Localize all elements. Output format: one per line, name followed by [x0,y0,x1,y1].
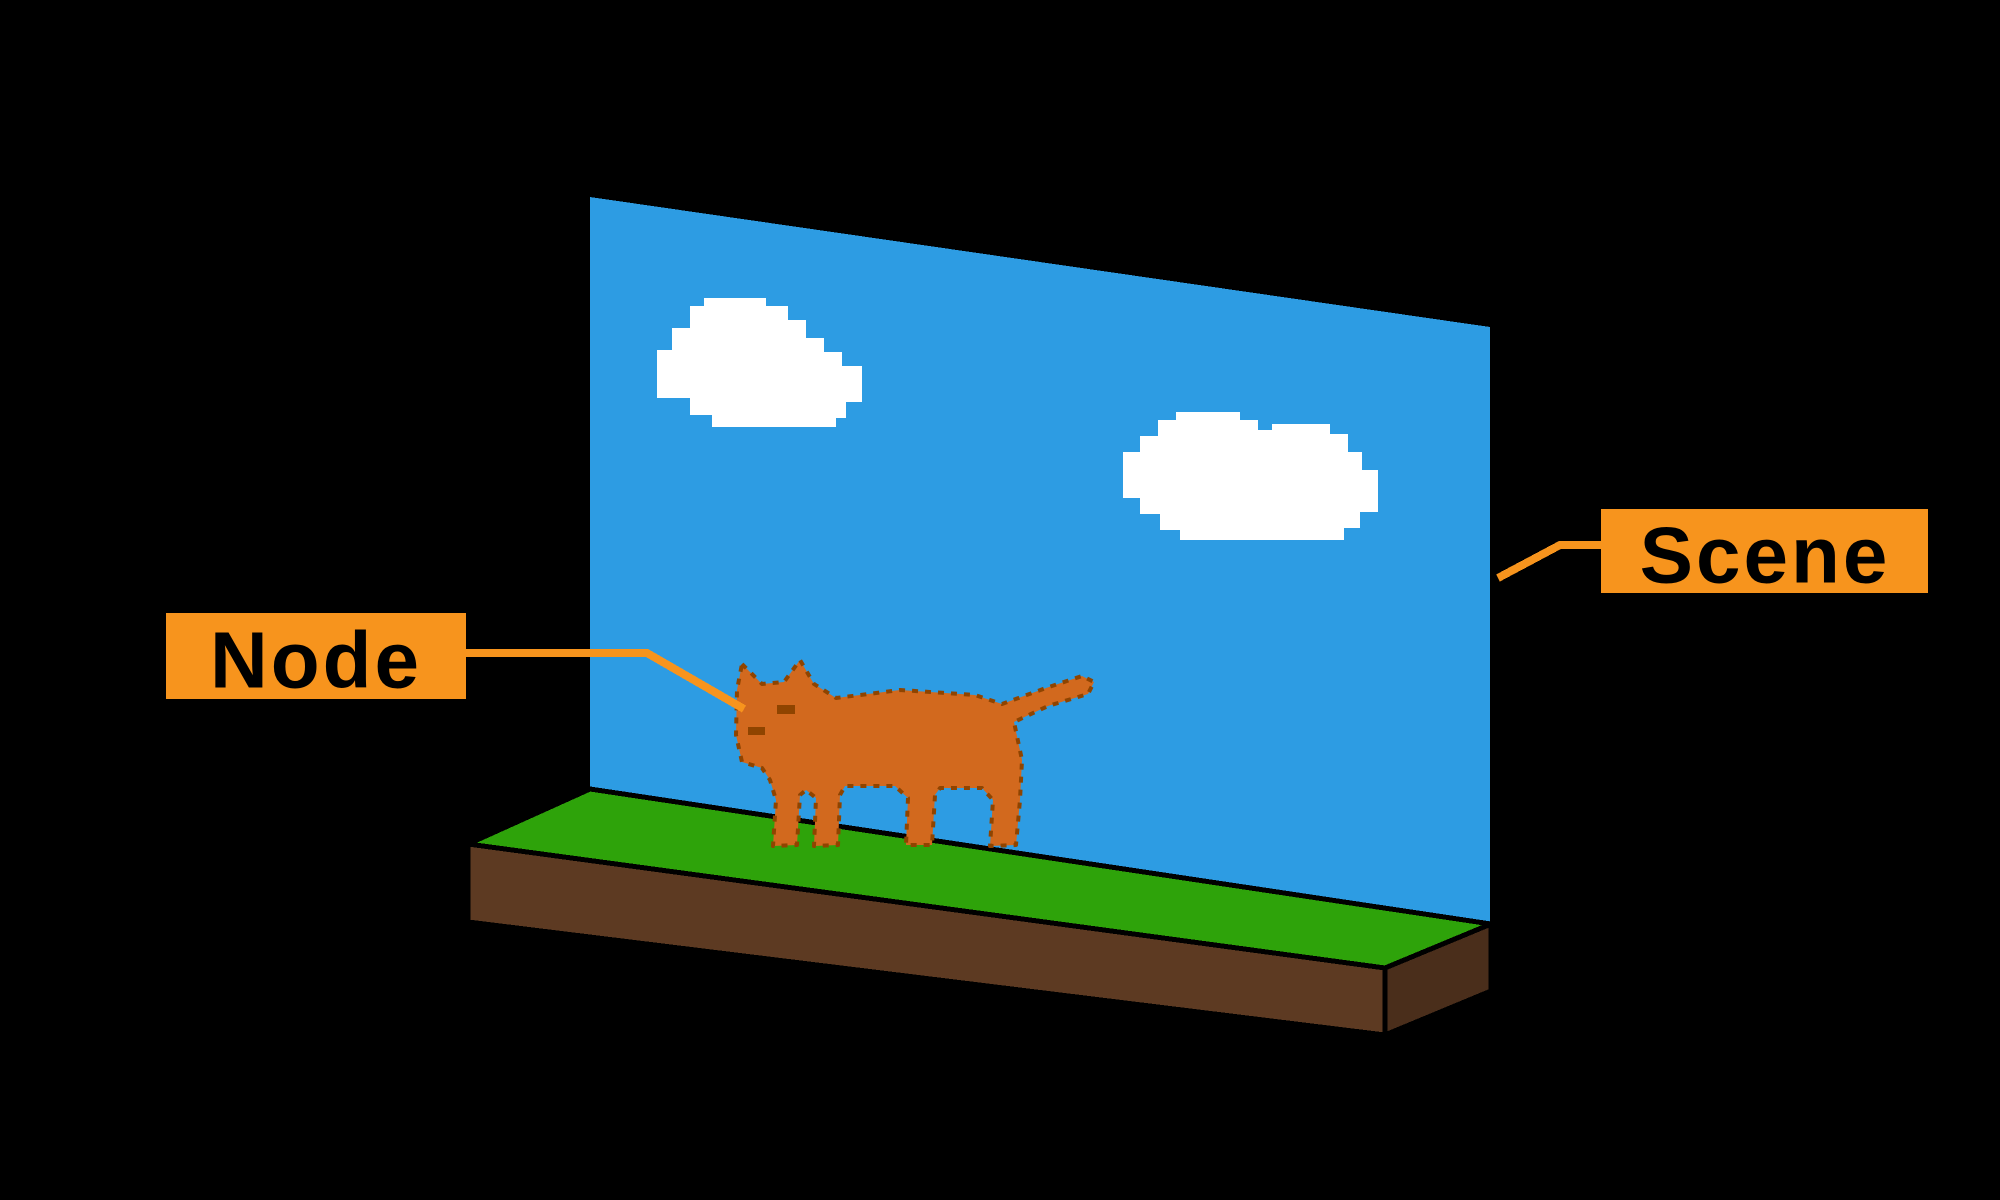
node-connector-line [466,649,746,713]
cat-eye-icon [777,705,795,714]
cloud-right-icon [1123,412,1378,540]
cloud-left-icon [657,298,862,427]
node-label: Node [166,613,466,705]
node-label-text: Node [210,616,422,705]
scene-label-text: Scene [1640,511,1891,600]
scene-label-box [1601,509,1928,593]
dirt-side-face [1382,920,1494,1039]
cat-body [734,658,1096,848]
scene-connector-line [1496,541,1601,582]
node-label-box [166,613,466,699]
scene-label: Scene [1601,509,1928,600]
cat-sprite [734,658,1096,848]
cat-mouth-icon [748,727,765,735]
